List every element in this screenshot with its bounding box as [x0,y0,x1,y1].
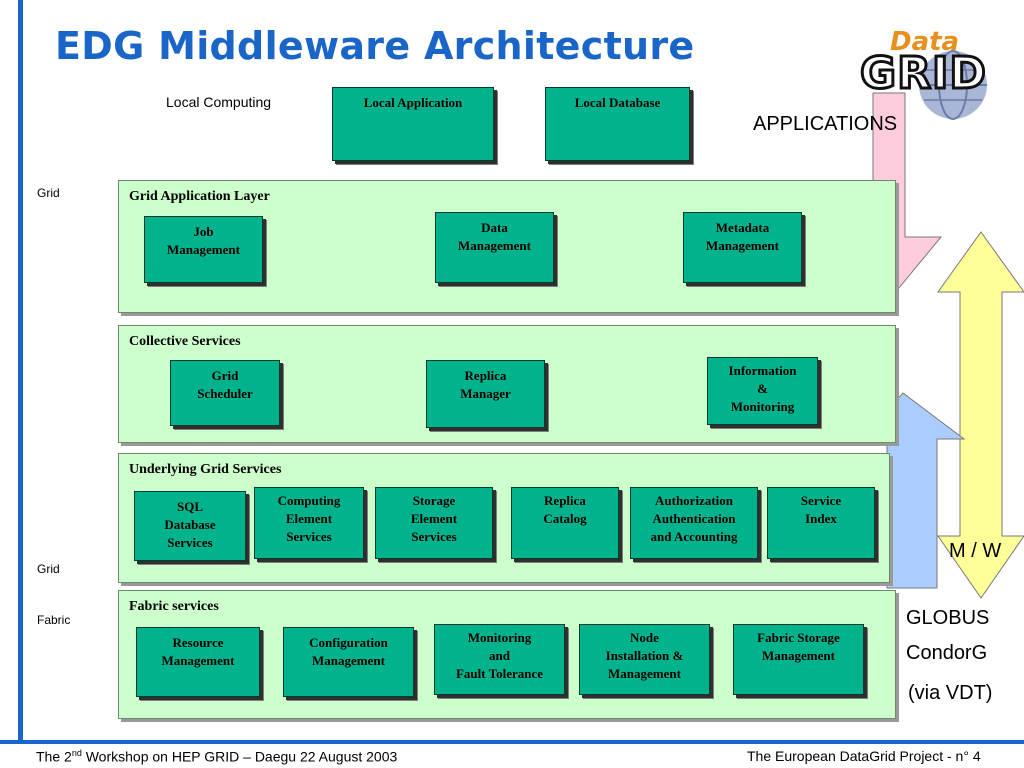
vdt-label: (via VDT) [908,682,993,704]
resource-management-box: Resource Management [136,627,260,697]
local-database-box: Local Database [545,87,690,161]
datagrid-logo: Data GRID [858,27,1008,120]
layer-title: Collective Services [129,334,241,349]
footer-left: The 2nd Workshop on HEP GRID – Daegu 22 … [36,748,397,765]
left-accent-line [18,0,23,740]
configuration-management-box: Configuration Management [283,627,414,697]
condorg-label: CondorG [906,642,988,664]
footer-right: The European DataGrid Project - n° 4 [747,748,981,764]
local-application-box: Local Application [332,87,494,161]
layer-title: Fabric services [129,599,219,614]
data-management-box: Data Management [435,212,554,283]
layer-title: Underlying Grid Services [129,462,282,477]
side-label-local-computing: Local Computing [166,94,272,110]
job-management-box: Job Management [144,216,263,283]
footer-left-suffix: Workshop on HEP GRID – Daegu 22 August 2… [81,748,398,765]
layer-title: Grid Application Layer [129,189,270,204]
authorization-authentication-accounting-box: Authorization Authentication and Account… [630,487,758,559]
service-index-box: Service Index [767,487,875,559]
node-installation-management-box: Node Installation & Management [579,624,710,695]
metadata-management-box: Metadata Management [683,212,802,283]
side-label-grid-top: Grid [37,186,60,200]
fabric-storage-management-box: Fabric Storage Management [733,624,864,695]
grid-scheduler-box: Grid Scheduler [170,360,280,426]
middleware-label: M / W [949,540,1002,562]
footer-left-sup: nd [71,748,82,758]
underlying-grid-services-layer: Underlying Grid Services [118,453,890,583]
page-title: EDG Middleware Architecture [55,24,695,68]
side-label-fabric: Fabric [37,613,71,627]
logo-grid-text: GRID [859,47,988,101]
storage-element-services-box: Storage Element Services [375,487,493,559]
replica-catalog-box: Replica Catalog [511,487,619,559]
applications-label: APPLICATIONS [753,113,898,135]
globus-label: GLOBUS [906,607,990,629]
monitoring-fault-tolerance-box: Monitoring and Fault Tolerance [434,624,565,695]
side-label-grid-bottom: Grid [37,562,60,576]
logo-data-text: Data [890,27,960,57]
computing-element-services-box: Computing Element Services [254,487,364,559]
sql-database-services-box: SQL Database Services [134,491,246,561]
footer-left-prefix: The 2 [36,748,72,765]
information-monitoring-box: Information & Monitoring [707,357,818,425]
footer-divider [0,740,1024,744]
replica-manager-box: Replica Manager [426,360,545,428]
